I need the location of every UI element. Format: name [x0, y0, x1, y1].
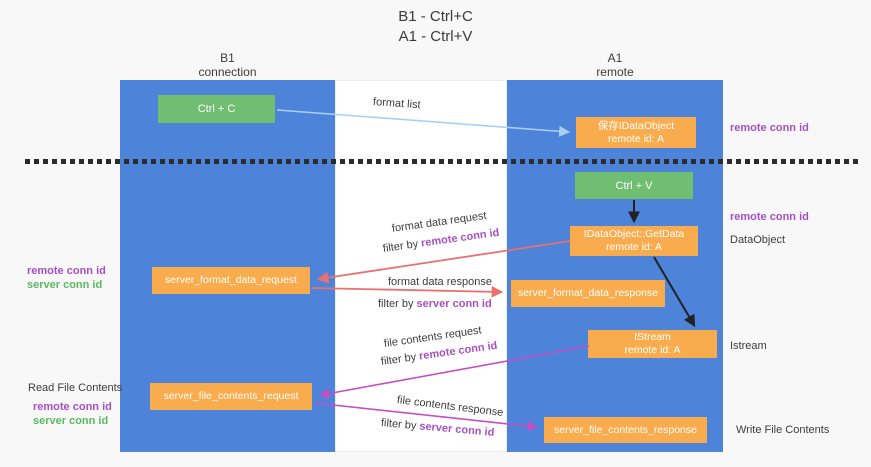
label-format-data-response: format data response — [388, 276, 492, 288]
node-save-dataobject: 保存IDataObject remote id: A — [576, 117, 696, 148]
annotation-istream: Istream — [730, 340, 767, 352]
node-format-response-label: server_format_data_response — [517, 287, 659, 299]
node-ctrl-c: Ctrl + C — [158, 95, 275, 123]
node-server-format-data-response: server_format_data_response — [511, 280, 665, 307]
lifeline-header-b1: B1 connection — [120, 51, 335, 79]
annotation-remote-conn-id-left-top: remote conn id — [27, 265, 106, 277]
node-ctrl-v: Ctrl + V — [575, 172, 693, 199]
lifeline-a1-role: remote — [596, 65, 634, 79]
node-getdata-line1: IDataObject::GetData — [583, 228, 685, 240]
annotation-remote-conn-id-left-bottom: remote conn id — [33, 401, 112, 413]
node-server-format-data-request: server_format_data_request — [152, 267, 310, 294]
lifeline-header-a1: A1 remote — [507, 51, 723, 79]
filter-prefix: filter by — [378, 298, 417, 310]
annotation-read-file-contents: Read File Contents — [28, 382, 123, 394]
node-format-request-label: server_format_data_request — [165, 274, 297, 286]
clipboard-boundary-dashed-line — [25, 159, 861, 164]
annotation-write-file-contents: Write File Contents — [736, 424, 830, 436]
filter-key-server-conn-id: server conn id — [416, 298, 492, 310]
node-server-file-contents-response: server_file_contents_response — [544, 417, 707, 443]
node-save-dataobject-line2: remote id: A — [607, 132, 665, 145]
label-filter-format-response: filter by server conn id — [378, 298, 492, 310]
node-istream-line2: remote id: A — [624, 344, 681, 356]
node-file-request-label: server_file_contents_request — [163, 390, 299, 402]
annotation-remote-conn-id-top-right: remote conn id — [730, 122, 809, 134]
lifeline-a1-name: A1 — [607, 51, 623, 65]
node-server-file-contents-request: server_file_contents_request — [150, 383, 312, 410]
lifeline-b1-name: B1 — [220, 51, 235, 65]
annotation-server-conn-id-left-bottom: server conn id — [33, 415, 109, 427]
node-istream-line1: IStream — [634, 331, 671, 343]
diagram-title: B1 - Ctrl+C A1 - Ctrl+V — [0, 7, 871, 47]
node-getdata: IDataObject::GetData remote id: A — [570, 226, 698, 256]
node-istream: IStream remote id: A — [588, 330, 717, 358]
node-ctrl-c-label: Ctrl + C — [197, 103, 236, 115]
annotation-remote-conn-id-mid-right: remote conn id — [730, 211, 809, 223]
node-ctrl-v-label: Ctrl + V — [615, 179, 653, 192]
annotation-server-conn-id-left-top: server conn id — [27, 279, 103, 291]
title-line-1: B1 - Ctrl+C — [398, 8, 473, 25]
lifeline-b1-role: connection — [198, 65, 257, 79]
node-getdata-line2: remote id: A — [605, 241, 663, 253]
title-line-2: A1 - Ctrl+V — [398, 28, 473, 45]
node-file-response-label: server_file_contents_response — [553, 423, 697, 436]
node-save-dataobject-line1: 保存IDataObject — [597, 119, 675, 132]
annotation-dataobject: DataObject — [730, 234, 786, 246]
